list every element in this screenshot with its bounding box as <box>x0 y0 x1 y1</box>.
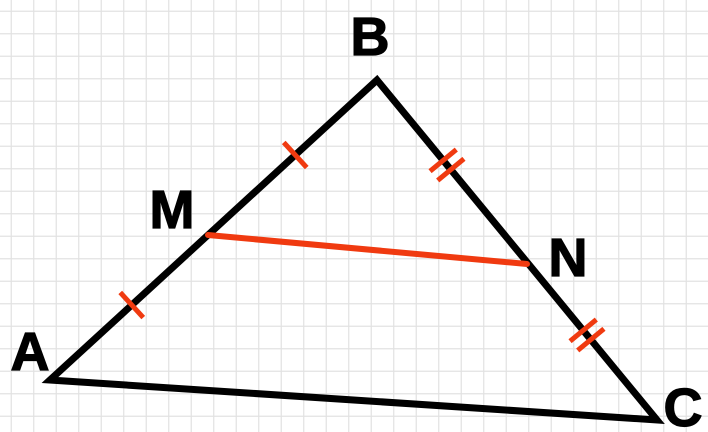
midline-mn <box>205 232 530 267</box>
tick-mark-bn <box>436 156 466 183</box>
tick-mark-am <box>118 290 146 320</box>
tick-mark-mb <box>281 140 309 170</box>
equal-segment-tick-marks <box>118 140 606 353</box>
vertex-label-c: C <box>664 378 703 432</box>
triangle-abc <box>41 74 665 425</box>
vertex-label-n: N <box>549 228 588 288</box>
vertex-label-m: M <box>150 180 195 240</box>
vertex-label-a: A <box>11 322 50 382</box>
tick-mark-nc <box>576 326 606 353</box>
tick-mark-nc <box>568 317 598 344</box>
vertex-label-b: B <box>351 7 390 67</box>
tick-mark-bn <box>428 147 458 174</box>
